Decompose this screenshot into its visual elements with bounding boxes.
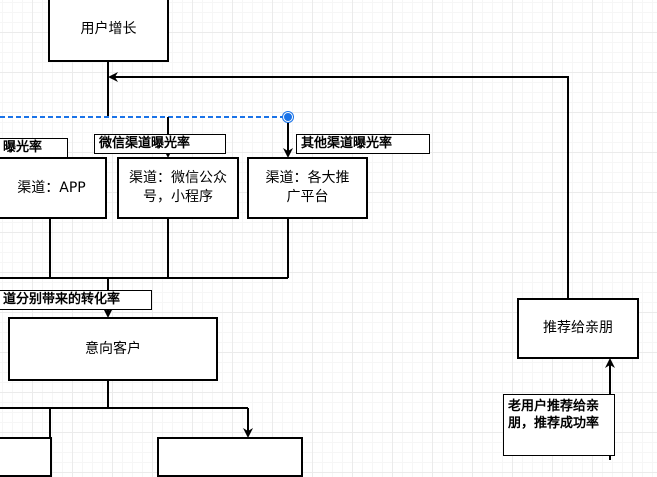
node-channel-other[interactable]: 渠道：各大推广平台 [247, 157, 368, 219]
label-exposure-rate-other[interactable]: 其他渠道曝光率 [296, 134, 430, 154]
edge-referral-loop [108, 72, 569, 298]
node-recommend-friends[interactable]: 推荐给亲朋 [517, 298, 639, 359]
node-intent-customer[interactable]: 意向客户 [8, 317, 218, 381]
label-conversion-rate[interactable]: 道分别带来的转化率 [0, 290, 152, 310]
node-user-growth[interactable]: 用户增长 [48, 0, 169, 62]
node-bottom-right[interactable] [157, 437, 303, 477]
label-exposure-rate-left[interactable]: 曝光率 [0, 138, 68, 158]
selection-handle[interactable] [283, 112, 293, 122]
node-bottom-left[interactable] [0, 437, 52, 477]
label-referral-rate[interactable]: 老用户推荐给亲朋，推荐成功率 [503, 394, 615, 456]
connector-lines [0, 62, 615, 460]
node-channel-app[interactable]: 渠道：APP [0, 157, 107, 219]
label-exposure-rate-wechat[interactable]: 微信渠道曝光率 [94, 134, 226, 154]
node-channel-wechat[interactable]: 渠道：微信公众号，小程序 [117, 157, 239, 219]
